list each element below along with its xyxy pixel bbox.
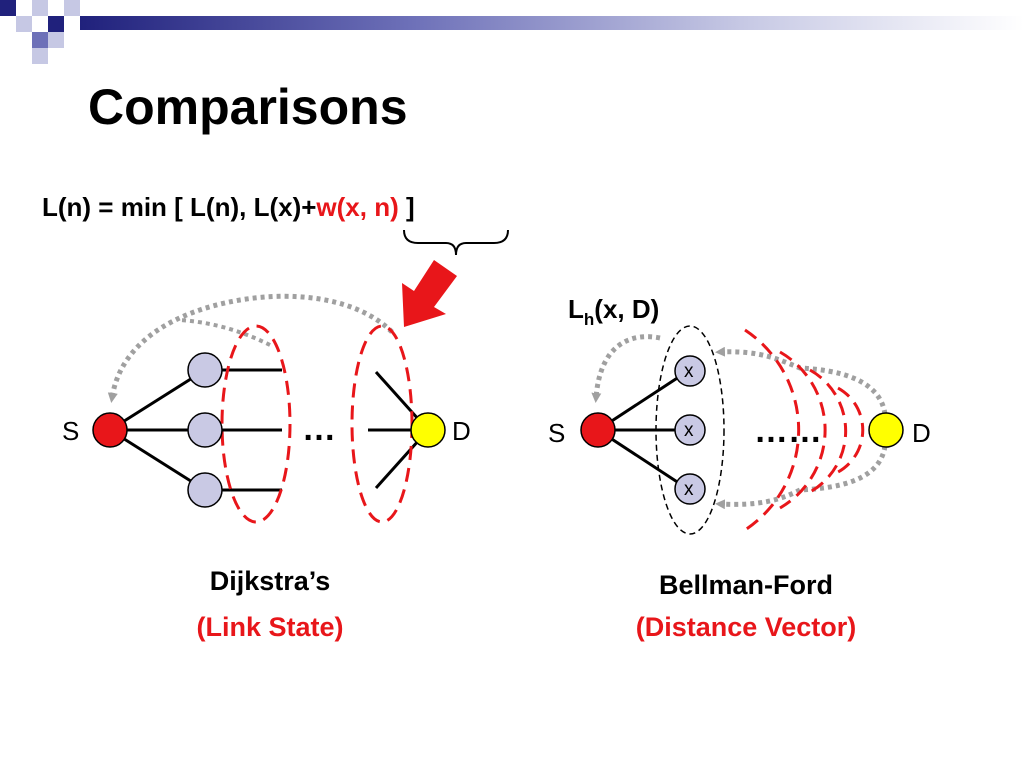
bellman-x-node — [674, 473, 706, 505]
bellman-dest-node — [868, 412, 904, 448]
dijkstra-caption: Dijkstra’s — [209, 566, 331, 596]
bellman-x-label: x — [684, 479, 694, 500]
equation: L(n) = min [ L(n), L(x)+w(x, n) ] — [42, 192, 415, 223]
bellman-source-node — [580, 412, 616, 448]
bellman-dotted-arrow-bottom — [715, 445, 888, 510]
dijkstra-mid-node — [187, 352, 223, 388]
bellman-dotted-arrow-left — [591, 334, 661, 403]
dijkstra-dest-node — [410, 412, 446, 448]
dijkstra-dest-label: D — [452, 416, 471, 446]
corner-decoration — [0, 0, 80, 64]
bellman-dest-label: D — [912, 418, 931, 448]
dijkstra-source-node — [92, 412, 128, 448]
bellman-dotted-arrow-top — [715, 346, 888, 415]
title-accent-bar — [80, 16, 1024, 30]
equation-suffix: ] — [398, 192, 415, 222]
bellman-caption-sub: (Distance Vector) — [635, 612, 857, 642]
slide-title: Comparisons — [88, 79, 408, 135]
equation-highlight: w(x, n) — [316, 192, 399, 222]
dijkstra-dotted-arrow — [107, 293, 394, 403]
dijkstra-frontier-ellipse-1 — [220, 324, 292, 524]
bellman-graph: Lh(x, D) x x x S D …… — [548, 294, 931, 535]
bellman-x-node — [674, 355, 706, 387]
bellman-ellipsis: …… — [754, 412, 822, 450]
bellman-x-node — [674, 414, 706, 446]
brace — [403, 229, 509, 256]
dijkstra-source-label: S — [62, 416, 79, 446]
bellman-lh-label: Lh(x, D) — [568, 294, 659, 329]
bellman-x-label: x — [684, 420, 694, 441]
dijkstra-caption-sub: (Link State) — [196, 612, 344, 642]
bellman-source-label: S — [548, 418, 565, 448]
dijkstra-ellipsis: … — [302, 410, 336, 448]
bellman-x-label: x — [684, 361, 694, 382]
red-pointer-arrow — [402, 260, 457, 327]
bellman-horizon-arc — [779, 350, 827, 510]
bellman-neighbor-ellipse — [655, 325, 725, 535]
equation-prefix: L(n) = min [ L(n), L(x)+ — [42, 192, 317, 222]
dijkstra-mid-node — [187, 412, 223, 448]
bellman-caption: Bellman-Ford — [658, 570, 833, 600]
dijkstra-frontier-ellipse-2 — [350, 324, 414, 524]
dijkstra-graph: S D … — [62, 293, 471, 524]
dijkstra-mid-node — [187, 472, 223, 508]
